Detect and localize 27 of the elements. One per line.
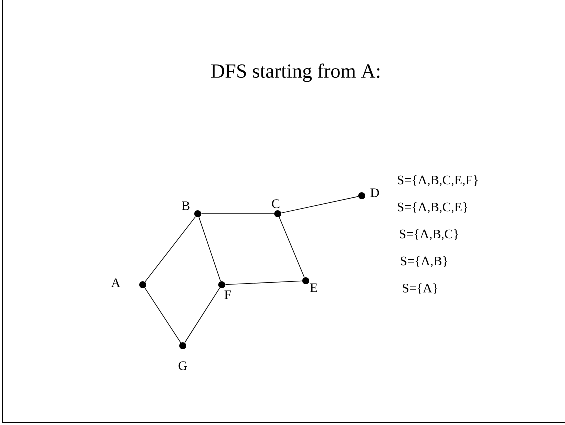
- stack-state: S={A,B,C}: [400, 229, 458, 240]
- stack-state: S={A,B,C,E}: [398, 202, 468, 214]
- graph-edge: [184, 288, 220, 344]
- vertex-label: F: [224, 290, 232, 300]
- vertex-dot: [218, 282, 226, 288]
- vertex-label: G: [178, 362, 188, 370]
- title: DFS starting from A:: [211, 64, 380, 82]
- vertex-dot: [194, 210, 202, 218]
- vertex-label: E: [310, 284, 318, 292]
- vertex-label: C: [272, 200, 280, 208]
- graph-edge: [144, 288, 182, 344]
- graph-edge: [144, 216, 196, 282]
- vertex-dot: [358, 192, 366, 200]
- stack-state: S={A,B,C,E,F}: [398, 175, 478, 186]
- vertex-label: D: [370, 188, 380, 198]
- vertex-dot: [140, 282, 146, 288]
- stack-state: S={A,B}: [401, 256, 448, 268]
- vertex-dot: [274, 210, 282, 218]
- vertex-label: B: [182, 202, 190, 210]
- graph-edge: [279, 217, 305, 278]
- graph-edge: [281, 196, 359, 214]
- vertex-label: A: [111, 278, 121, 288]
- vertex-dot: [302, 278, 310, 284]
- stack-state: S={A}: [403, 284, 438, 294]
- graph-edge: [198, 217, 222, 282]
- vertex-dot: [180, 342, 186, 350]
- graph-edge: [225, 280, 303, 286]
